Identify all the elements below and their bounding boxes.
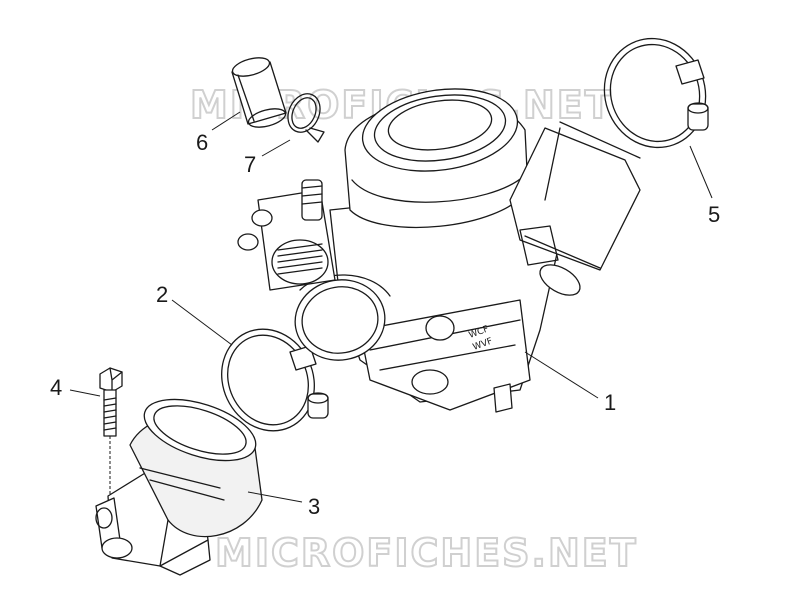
callout-7: 7 (244, 152, 256, 177)
leader-6 (211, 111, 241, 131)
callout-3: 3 (308, 494, 320, 519)
callout-2: 2 (156, 282, 168, 307)
leader-5 (689, 145, 713, 199)
callout-1: 1 (604, 390, 616, 415)
callout-4: 4 (50, 375, 62, 400)
part-hose-clamp-rear (603, 37, 709, 149)
part-sleeve (231, 57, 287, 128)
leader-2 (171, 299, 233, 346)
part-hose-clamp-front (221, 328, 329, 432)
callout-6: 6 (196, 130, 208, 155)
leader-3 (247, 491, 303, 503)
leader-1 (524, 351, 599, 399)
part-carburettor: WCF WVF (237, 88, 641, 413)
part-intake-manifold (95, 398, 263, 576)
leader-4 (69, 389, 101, 397)
part-bolt (99, 367, 123, 500)
callout-5: 5 (708, 202, 720, 227)
leader-7 (261, 139, 291, 157)
watermark-bottom: MICROFICHES.NET (215, 531, 638, 575)
part-spring-clip (287, 93, 325, 143)
